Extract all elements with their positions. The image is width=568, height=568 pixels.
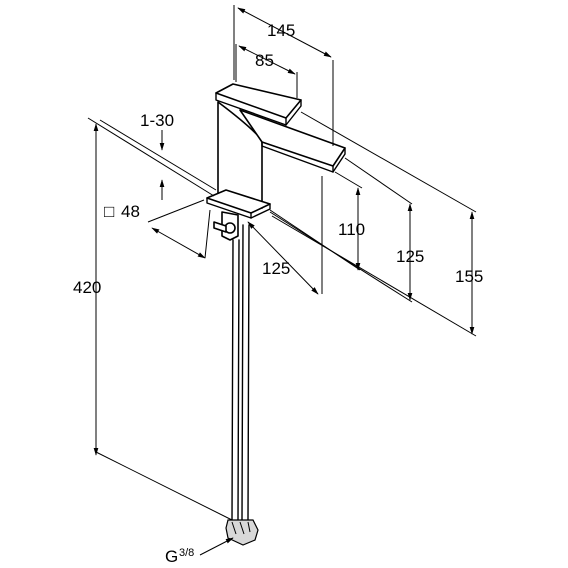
dimension-label-420: 420 bbox=[73, 278, 101, 297]
faucet-column bbox=[217, 101, 263, 209]
dimension-label-145: 145 bbox=[267, 21, 295, 40]
dimension-label-125-depth: 125 bbox=[262, 259, 290, 278]
connection-thread-fraction: 3/8 bbox=[179, 547, 194, 559]
supply-hose-left bbox=[231, 239, 234, 521]
dimension-1-30: 1-30 bbox=[99, 111, 217, 200]
connection-label: G 3/8 bbox=[165, 537, 234, 566]
dimension-48: □ 48 bbox=[104, 199, 211, 259]
supply-hose-right bbox=[241, 224, 244, 521]
dimension-85: 85 bbox=[235, 44, 298, 98]
dimension-125-depth: 125 bbox=[247, 176, 323, 295]
dimension-155: 155 bbox=[271, 111, 483, 337]
dimension-label-48-symbol: □ bbox=[104, 202, 114, 221]
faucet-body bbox=[206, 83, 346, 546]
dimension-label-48: 48 bbox=[121, 202, 140, 221]
dimension-label-110: 110 bbox=[338, 220, 365, 239]
dimension-label-125-height: 125 bbox=[396, 247, 424, 266]
dimension-label-1-30: 1-30 bbox=[140, 111, 174, 130]
hose-connector bbox=[225, 519, 259, 546]
dimension-label-85: 85 bbox=[255, 51, 274, 70]
dimension-label-155: 155 bbox=[455, 267, 483, 286]
connection-thread-label: G bbox=[165, 547, 178, 566]
dimension-420: 420 bbox=[73, 117, 233, 521]
dimension-145: 145 bbox=[233, 5, 334, 146]
